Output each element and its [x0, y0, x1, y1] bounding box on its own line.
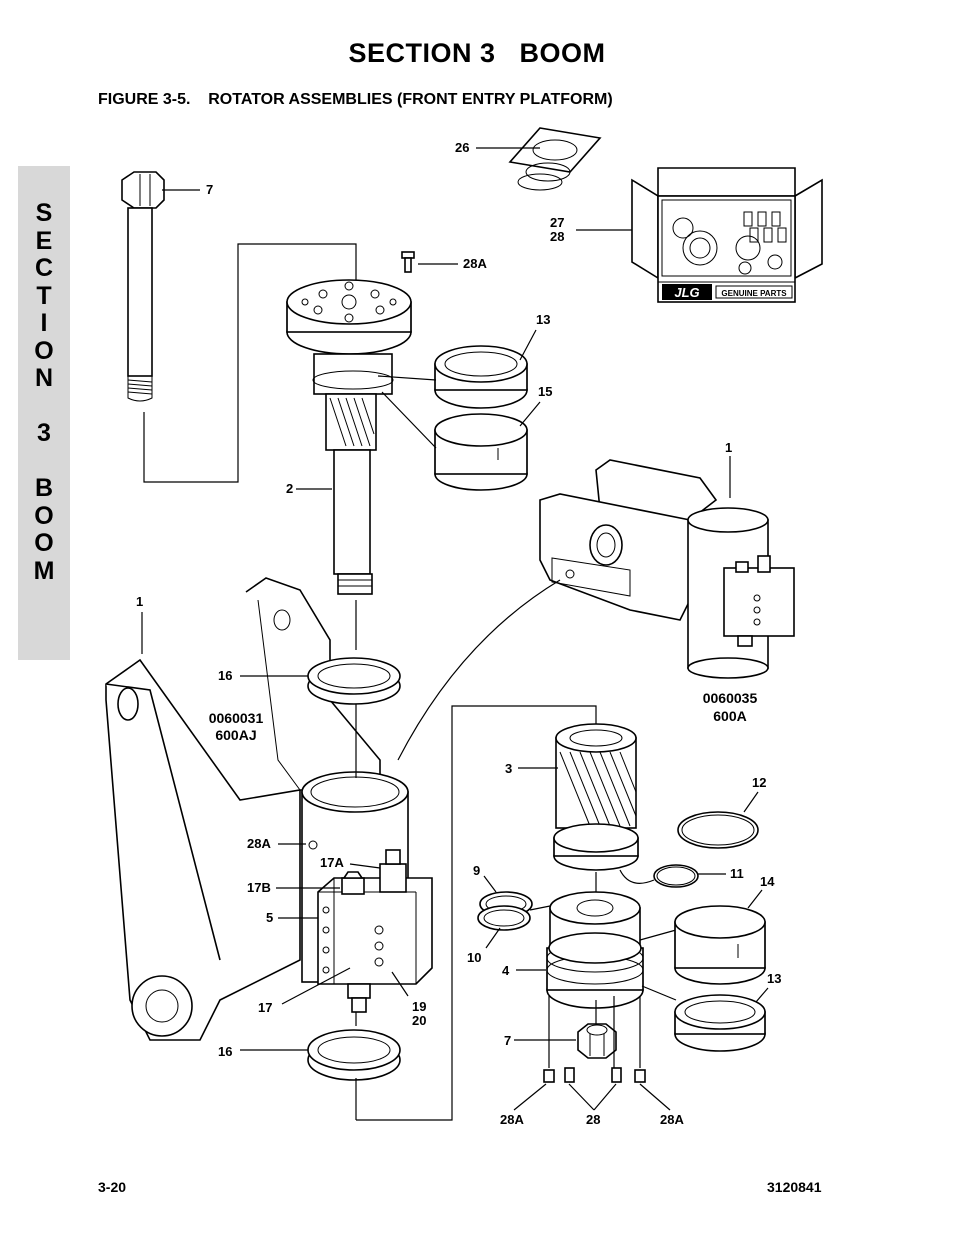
callout-2: 2: [286, 481, 293, 496]
bushing-drawing: [434, 413, 528, 491]
section-side-tab: S E C T I O N 3 B O O M: [18, 166, 70, 660]
hex-bolt-drawing: [121, 171, 357, 483]
callout-11: 11: [730, 866, 744, 881]
rotator-shaft-drawing: [286, 251, 415, 650]
callout-17: 17: [258, 1000, 272, 1015]
callout-5: 5: [266, 910, 273, 925]
bearing-ring-lower-drawing: [674, 994, 766, 1052]
callout-9: 9: [473, 863, 480, 878]
callout-28a-bottom-left: 28A: [500, 1112, 524, 1127]
spline-gear-drawing: [553, 723, 639, 900]
callout-4: 4: [502, 963, 510, 978]
oring-large-drawing: [677, 811, 759, 849]
right-part-number: 0060035: [703, 690, 758, 706]
left-part-revision: 600AJ: [215, 727, 256, 743]
page-number: 3-20: [98, 1179, 127, 1195]
right-part-revision: 600A: [713, 708, 746, 724]
callout-27: 27: [550, 215, 564, 230]
kit-label-text: GENUINE PARTS: [721, 289, 787, 298]
callout-13-bottom: 13: [767, 971, 781, 986]
figure-title: FIGURE 3-5. ROTATOR ASSEMBLIES (FRONT EN…: [98, 91, 613, 108]
callout-14: 14: [760, 874, 775, 889]
callout-10: 10: [467, 950, 481, 965]
section-title: SECTION 3 BOOM: [348, 38, 606, 68]
callout-1-left: 1: [136, 594, 143, 609]
kit-brand-text: JLG: [674, 285, 699, 300]
rotator-housing-drawing: [301, 771, 433, 1026]
callout-28a-mid: 28A: [247, 836, 271, 851]
callout-28-bottom: 28: [586, 1112, 600, 1127]
callout-28a-bottom-right: 28A: [660, 1112, 684, 1127]
seal-ring-bottom-drawing: [307, 1029, 401, 1081]
callout-28-top: 28: [550, 229, 564, 244]
callout-19: 19: [412, 999, 426, 1014]
callout-20: 20: [412, 1013, 426, 1028]
rotator-piston-drawing: [546, 891, 644, 1009]
callout-7-bottom: 7: [504, 1033, 511, 1048]
callout-leader-lines: [141, 147, 769, 1111]
callout-12: 12: [752, 775, 766, 790]
callout-16-bottom: 16: [218, 1044, 232, 1059]
document-number: 3120841: [767, 1179, 822, 1195]
callout-3: 3: [505, 761, 512, 776]
seal-kit-bag-drawing: [508, 127, 602, 191]
callout-16-top: 16: [218, 668, 232, 683]
callout-17a: 17A: [320, 855, 344, 870]
bearing-ring-drawing: [434, 345, 528, 409]
side-tab-text: S E C T I O N 3 B O O M: [33, 199, 55, 585]
bushing-lower-drawing: [674, 905, 766, 985]
platform-support-right-drawing: [539, 459, 795, 679]
washer-rings-drawing: [477, 891, 533, 931]
lock-nut-drawing: [577, 1000, 617, 1059]
callout-26: 26: [455, 140, 469, 155]
callout-13-top: 13: [536, 312, 550, 327]
left-part-number: 0060031: [209, 710, 264, 726]
callout-7-top: 7: [206, 182, 213, 197]
callout-28a-top: 28A: [463, 256, 487, 271]
seal-ring-top-drawing: [307, 657, 401, 705]
callout-1-right: 1: [725, 440, 732, 455]
callout-15: 15: [538, 384, 552, 399]
set-screws-drawing: [543, 996, 646, 1083]
parts-kit-box-drawing: JLG GENUINE PARTS: [631, 167, 823, 303]
callout-17b: 17B: [247, 880, 271, 895]
oring-small-drawing: [653, 864, 699, 888]
